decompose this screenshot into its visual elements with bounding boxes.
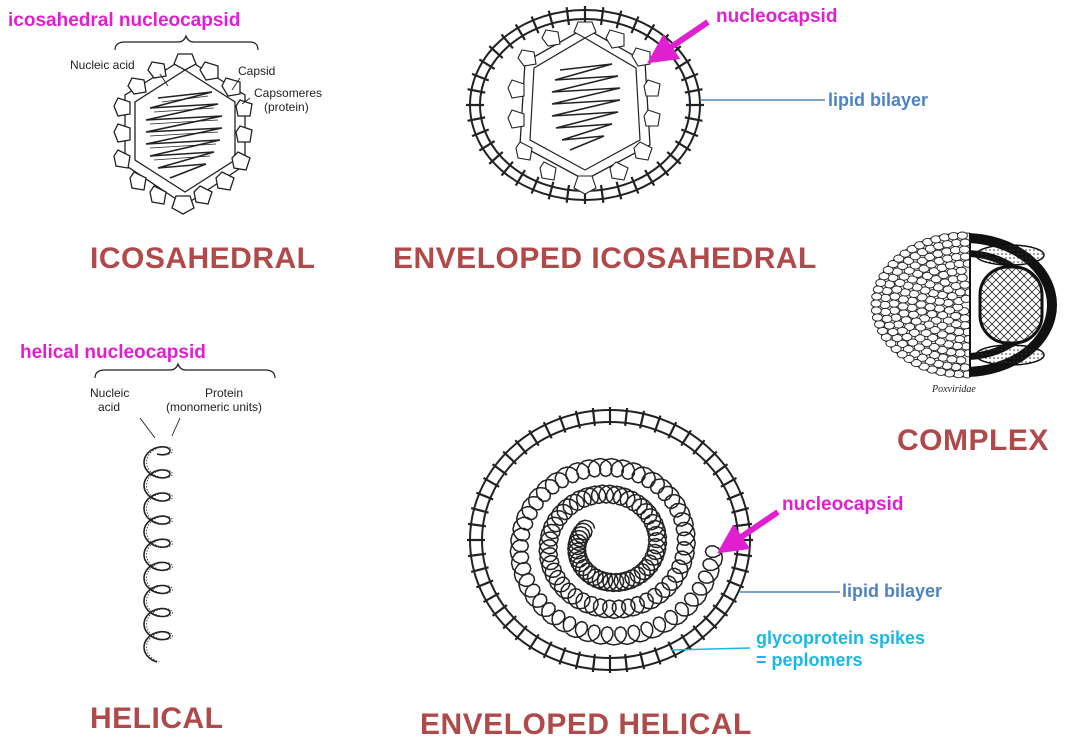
complex-virion bbox=[871, 232, 1057, 378]
label-capsomeres-protein: (protein) bbox=[264, 100, 309, 114]
icosahedral-title: ICOSAHEDRAL bbox=[90, 242, 316, 276]
helical-title: HELICAL bbox=[90, 702, 224, 736]
complex-title: COMPLEX bbox=[897, 424, 1049, 458]
label-capsomeres: Capsomeres bbox=[254, 86, 322, 100]
nucleocapsid-arrow-top bbox=[652, 22, 708, 60]
label-nucleic-acid: Nucleic acid bbox=[70, 58, 135, 72]
label-capsid: Capsid bbox=[238, 64, 275, 78]
peplomers-label: = peplomers bbox=[756, 650, 863, 671]
label-helical-protein: Protein bbox=[205, 386, 243, 400]
enveloped-icosahedral-virion bbox=[466, 6, 825, 204]
lipid-bilayer-label-top: lipid bilayer bbox=[828, 90, 928, 111]
helical-coil bbox=[144, 447, 173, 662]
enveloped-helical-title: ENVELOPED HELICAL bbox=[420, 708, 752, 742]
glycoprotein-spikes-label: glycoprotein spikes bbox=[756, 628, 925, 649]
label-helical-nucleic: Nucleic bbox=[90, 386, 129, 400]
enveloped-icosahedral-title: ENVELOPED ICOSAHEDRAL bbox=[393, 242, 817, 276]
label-helical-acid: acid bbox=[98, 400, 120, 414]
icosahedral-heading: icosahedral nucleocapsid bbox=[8, 10, 240, 32]
nucleocapsid-label-top: nucleocapsid bbox=[716, 6, 837, 28]
lipid-bilayer-label-bottom: lipid bilayer bbox=[842, 581, 942, 602]
label-helical-monomeric: (monomeric units) bbox=[166, 400, 262, 414]
poxviridae-caption: Poxviridae bbox=[932, 384, 976, 395]
icosahedral-brace bbox=[115, 36, 258, 50]
nucleocapsid-label-bottom: nucleocapsid bbox=[782, 494, 903, 516]
icosahedral-virion bbox=[114, 54, 252, 214]
helical-heading: helical nucleocapsid bbox=[20, 342, 206, 364]
